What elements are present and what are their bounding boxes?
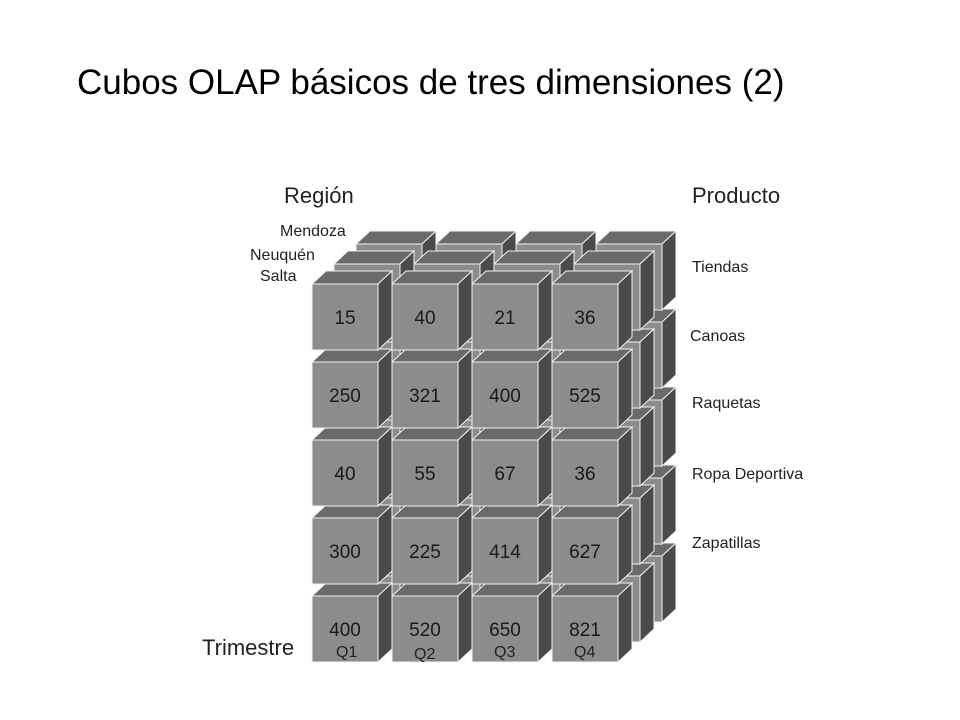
product-label-tiendas: Tiendas xyxy=(692,259,748,276)
cube-cell: 40 xyxy=(390,269,474,352)
cell-side-face xyxy=(661,385,677,468)
quarter-label-q3: Q3 xyxy=(494,644,515,661)
cell-value: 321 xyxy=(409,386,441,407)
cell-value: 55 xyxy=(414,464,435,485)
product-axis-label: Producto xyxy=(692,183,780,208)
cube-cell: 400 xyxy=(310,581,394,664)
region-axis-label: Región xyxy=(284,183,354,208)
cell-value: 250 xyxy=(329,386,361,407)
cube-cell: 400 xyxy=(470,347,554,430)
cell-value: 40 xyxy=(414,308,435,329)
cell-value: 525 xyxy=(569,386,601,407)
cell-front-face xyxy=(311,595,379,663)
product-label-zapatillas: Zapatillas xyxy=(692,535,760,552)
cell-side-face xyxy=(377,269,393,352)
cell-side-face xyxy=(537,269,553,352)
cube-cell: 414 xyxy=(470,503,554,586)
cell-front-face xyxy=(311,283,379,351)
cube-cell: 627 xyxy=(550,503,634,586)
quarter-axis-label: Trimestre xyxy=(202,635,294,660)
cube-cell: 250 xyxy=(310,347,394,430)
cell-side-face xyxy=(377,425,393,508)
cell-side-face xyxy=(537,503,553,586)
cell-side-face xyxy=(457,269,473,352)
cube-cell: 36 xyxy=(550,269,634,352)
quarter-label-q1: Q1 xyxy=(336,644,357,661)
cell-side-face xyxy=(661,541,677,624)
cube-cell: 525 xyxy=(550,347,634,430)
cell-side-face xyxy=(639,327,655,410)
product-label-raquetas: Raquetas xyxy=(692,395,761,412)
cell-side-face xyxy=(457,503,473,586)
cell-side-face xyxy=(617,425,633,508)
region-label-salta: Salta xyxy=(260,268,297,285)
cube-cell: 650 xyxy=(470,581,554,664)
product-label-canoas: Canoas xyxy=(690,328,745,345)
cell-side-face xyxy=(457,425,473,508)
cell-front-face xyxy=(311,439,379,507)
cell-side-face xyxy=(537,425,553,508)
cell-side-face xyxy=(617,269,633,352)
cell-value: 67 xyxy=(494,464,515,485)
product-label-ropa-deportiva: Ropa Deportiva xyxy=(692,466,803,483)
cell-value: 21 xyxy=(494,308,515,329)
cube-cell: 15 xyxy=(310,269,394,352)
cube-cell: 21 xyxy=(470,269,554,352)
cube-cell: 55 xyxy=(390,425,474,508)
cell-side-face xyxy=(617,581,633,664)
cube-cells: 821 650 520 400 627 414 225 300 36 67 55 40 525 400 32… xyxy=(310,229,678,664)
region-label-mendoza: Mendoza xyxy=(280,223,346,240)
quarter-label-q2: Q2 xyxy=(414,646,435,663)
cell-side-face xyxy=(537,581,553,664)
cell-side-face xyxy=(377,581,393,664)
cell-value: 36 xyxy=(574,464,595,485)
cell-side-face xyxy=(617,503,633,586)
cube-cell: 321 xyxy=(390,347,474,430)
cell-value: 225 xyxy=(409,542,441,563)
cell-value: 627 xyxy=(569,542,601,563)
cell-side-face xyxy=(377,503,393,586)
cell-value: 414 xyxy=(489,542,521,563)
cell-side-face xyxy=(457,347,473,430)
cube-cell: 520 xyxy=(390,581,474,664)
cell-side-face xyxy=(639,483,655,566)
cell-value: 400 xyxy=(329,620,361,641)
cell-side-face xyxy=(661,463,677,546)
cell-value: 36 xyxy=(574,308,595,329)
cube-cell: 821 xyxy=(550,581,634,664)
cell-value: 400 xyxy=(489,386,521,407)
cell-side-face xyxy=(377,347,393,430)
region-label-neuquen: Neuquén xyxy=(250,247,315,264)
cube-cell: 225 xyxy=(390,503,474,586)
cube-cell: 67 xyxy=(470,425,554,508)
quarter-label-q4: Q4 xyxy=(574,644,595,661)
cell-side-face xyxy=(639,249,655,332)
cell-value: 520 xyxy=(409,620,441,641)
cube-cell: 40 xyxy=(310,425,394,508)
cell-value: 300 xyxy=(329,542,361,563)
cell-side-face xyxy=(457,581,473,664)
cell-value: 821 xyxy=(569,620,601,641)
cube-cell: 300 xyxy=(310,503,394,586)
cell-side-face xyxy=(661,229,677,312)
cell-front-face xyxy=(311,361,379,429)
cube-cell: 36 xyxy=(550,425,634,508)
cell-side-face xyxy=(661,307,677,390)
page-title: Cubos OLAP básicos de tres dimensiones (… xyxy=(77,63,785,102)
cell-side-face xyxy=(537,347,553,430)
cell-value: 40 xyxy=(334,464,355,485)
cell-side-face xyxy=(617,347,633,430)
cell-front-face xyxy=(311,517,379,585)
cell-value: 15 xyxy=(334,308,355,329)
cell-side-face xyxy=(639,405,655,488)
cell-value: 650 xyxy=(489,620,521,641)
cell-side-face xyxy=(639,561,655,644)
